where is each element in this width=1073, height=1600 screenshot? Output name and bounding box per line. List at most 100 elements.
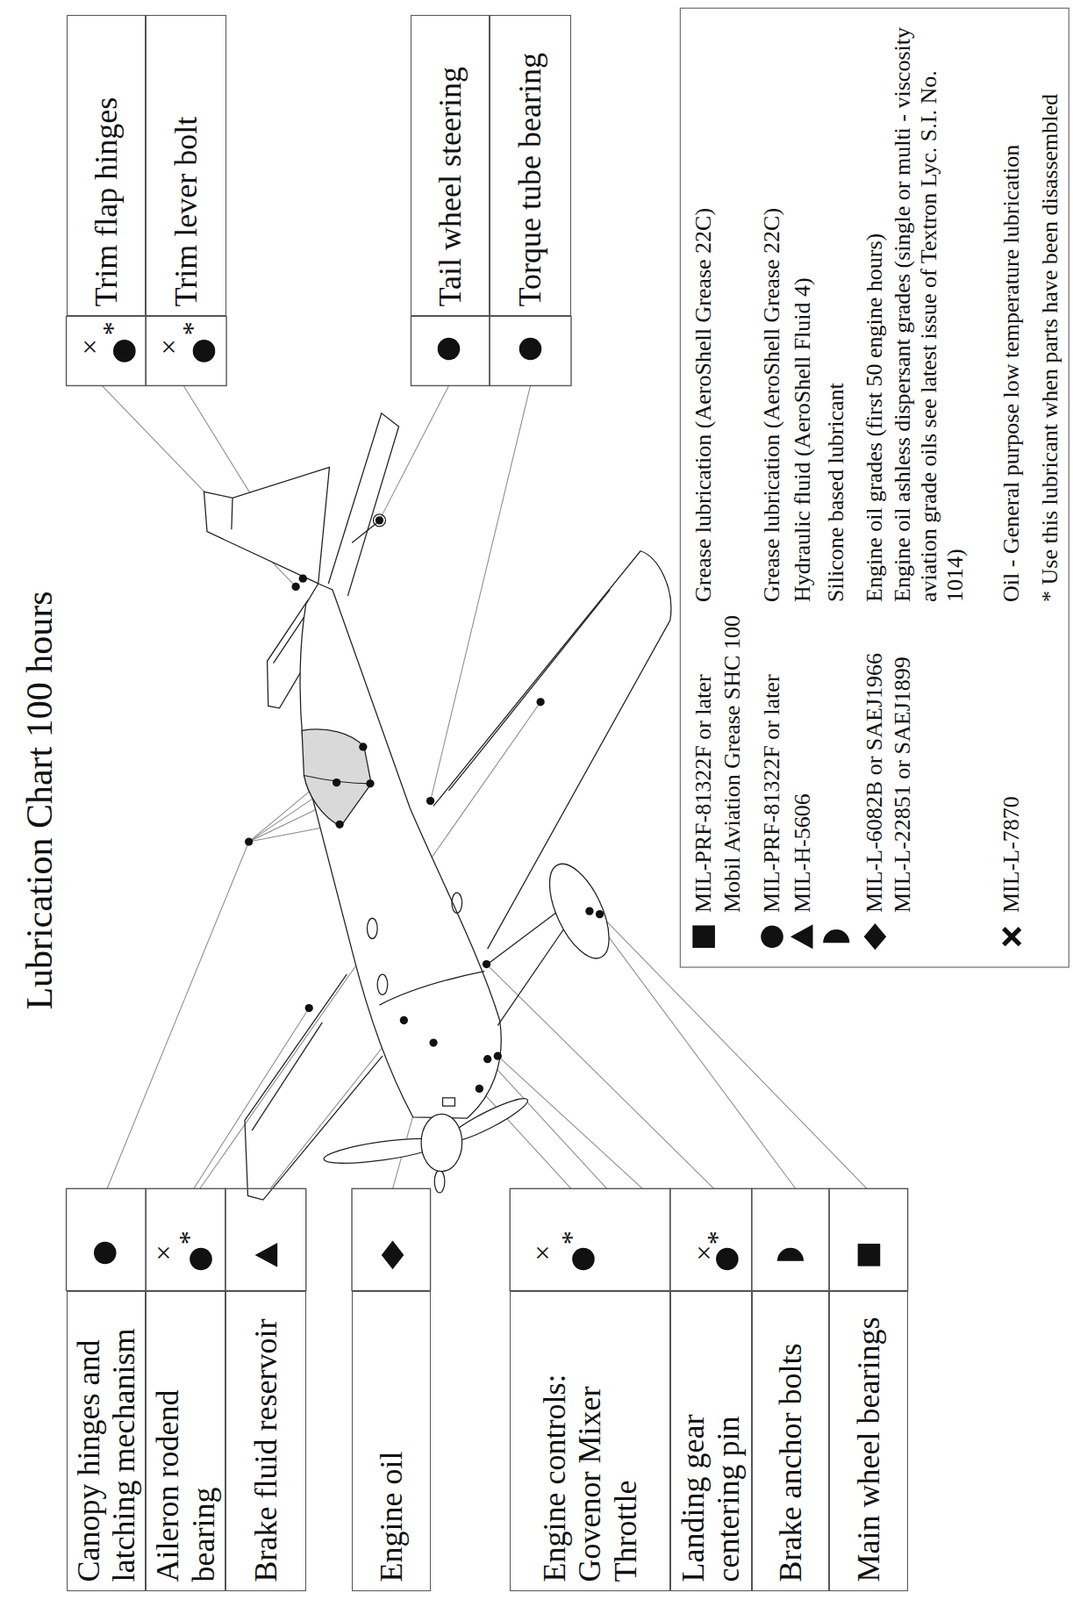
spec-text: MIL-L-7870 bbox=[998, 795, 1025, 913]
legend-text: Grease lubrication (AeroShell Grease 22C… bbox=[758, 27, 786, 602]
spec-text: MIL-PRF-81322F or later bbox=[690, 673, 717, 913]
dot-symbol bbox=[760, 924, 784, 948]
main-gear-leg bbox=[487, 902, 572, 1026]
legend-symbols bbox=[692, 922, 1020, 950]
part-name: Main wheel bearings bbox=[851, 1300, 887, 1582]
lube-point bbox=[475, 1084, 484, 1093]
part-name: Tail wheel steering bbox=[432, 24, 468, 307]
rudder-line bbox=[231, 497, 233, 530]
lubrication-point-box: Engine oil bbox=[351, 1290, 431, 1592]
footnote: * Use this lubricant when parts have bee… bbox=[1037, 93, 1064, 602]
lube-point bbox=[493, 1051, 502, 1060]
lube-point bbox=[305, 1003, 314, 1012]
leader-lines bbox=[101, 385, 867, 1188]
lube-point bbox=[291, 582, 300, 591]
cross-symbol bbox=[1003, 928, 1021, 945]
spec-text: MIL-PRF-81322F or later bbox=[758, 673, 786, 913]
legend-box bbox=[679, 7, 1069, 967]
part-name: Aileron rodend bearing bbox=[150, 1300, 222, 1582]
grease-symbol bbox=[715, 1247, 739, 1271]
lube-point bbox=[483, 1054, 492, 1063]
grease-symbol bbox=[193, 339, 216, 363]
legend-symbol bbox=[822, 929, 850, 943]
lube-points bbox=[244, 515, 604, 1093]
grease-symbol bbox=[519, 337, 543, 361]
canopy bbox=[301, 729, 372, 827]
grease-symbol bbox=[437, 337, 461, 361]
leader-line bbox=[487, 1058, 608, 1189]
half-disc-symbol bbox=[822, 929, 850, 943]
grease-square-symbol bbox=[858, 1243, 881, 1267]
table-cell bbox=[489, 315, 572, 386]
legend-text: Engine oil ashless dispersant grades (si… bbox=[889, 27, 969, 602]
right-aileron bbox=[449, 589, 611, 791]
spec-text: Mobil Aviation Grease SHC 100 bbox=[719, 615, 746, 913]
legend-symbol bbox=[1003, 928, 1021, 945]
cell-mark: * bbox=[98, 321, 127, 336]
lube-point bbox=[429, 1037, 437, 1046]
cell-mark: × bbox=[528, 1244, 557, 1261]
cell-mark: × bbox=[149, 1244, 178, 1261]
lube-point bbox=[332, 778, 341, 787]
part-name: Brake anchor bolts bbox=[772, 1300, 809, 1582]
exhaust bbox=[443, 1097, 456, 1106]
lubrication-point-box: Landing gear centering pin bbox=[670, 1290, 752, 1592]
grease-symbol bbox=[113, 339, 136, 363]
lubrication-point-box: Torque tube bearing bbox=[489, 14, 572, 316]
table-cell bbox=[751, 1187, 830, 1290]
lube-point bbox=[375, 515, 384, 524]
left-wing bbox=[244, 973, 383, 1200]
table-cell bbox=[145, 1187, 226, 1290]
lubrication-point-box: Engine controls: Govenor Mixer Throttle bbox=[509, 1290, 671, 1592]
legend-symbol bbox=[760, 924, 784, 948]
left-aileron bbox=[251, 1022, 322, 1131]
table-cell bbox=[410, 315, 490, 386]
spec-text: MIL-L-6082B or SAEJ1966 bbox=[861, 652, 888, 913]
tail-wheel-strut bbox=[351, 522, 377, 543]
cell-mark: * bbox=[557, 1230, 586, 1245]
lubrication-point-box: Brake fluid reservoir bbox=[225, 1290, 307, 1592]
lubrication-point-box: Trim flap hinges bbox=[66, 14, 147, 316]
lube-point bbox=[585, 906, 594, 915]
fuselage bbox=[300, 583, 501, 1118]
table-cell bbox=[66, 315, 147, 386]
part-name: Canopy hinges and latching mechanism bbox=[71, 1300, 143, 1582]
lube-point bbox=[244, 836, 253, 845]
tail-wheel bbox=[372, 514, 386, 527]
part-name: Torque tube bearing bbox=[512, 24, 548, 307]
legend-text: Engine oil grades (first 50 engine hours… bbox=[861, 27, 888, 602]
legend-text: Silicone based lubricant bbox=[822, 27, 850, 602]
leader-line bbox=[600, 914, 868, 1189]
lubrication-point-box: Trim lever bolt bbox=[145, 14, 227, 316]
lubrication-point-box: Tail wheel steering bbox=[410, 14, 490, 316]
part-name: Landing gear centering pin bbox=[675, 1300, 747, 1582]
table-cell bbox=[509, 1187, 671, 1290]
cell-mark: * bbox=[174, 1230, 203, 1245]
part-name: Brake fluid reservoir bbox=[248, 1300, 284, 1582]
spinner bbox=[421, 1113, 462, 1171]
table-cell bbox=[829, 1187, 909, 1290]
cell-mark: × bbox=[689, 1244, 718, 1261]
lube-point bbox=[335, 820, 344, 829]
lube-point bbox=[482, 959, 491, 968]
hydraulic-symbol bbox=[255, 1242, 279, 1267]
lube-point bbox=[365, 779, 374, 787]
legend-symbol bbox=[790, 923, 814, 949]
legend-symbol bbox=[864, 922, 888, 950]
propeller-blade bbox=[434, 1169, 445, 1193]
silicone-symbol bbox=[777, 1247, 804, 1261]
table-cell bbox=[225, 1187, 307, 1290]
table-cell bbox=[351, 1187, 431, 1290]
leader-line bbox=[379, 385, 449, 520]
leader-line bbox=[497, 1055, 643, 1188]
grease-symbol bbox=[189, 1247, 213, 1271]
table-cell bbox=[670, 1187, 752, 1290]
engine-oil-symbol bbox=[381, 1240, 405, 1270]
legend-text: Hydraulic fluid (AeroShell Fluid 4) bbox=[789, 27, 816, 602]
chart-title: Lubrication Chart 100 hours bbox=[17, 536, 62, 1064]
legend-text: Grease lubrication (AeroShell Grease 22C… bbox=[690, 27, 717, 602]
leader-line bbox=[486, 964, 715, 1189]
spec-text: MIL-L-22851 or SAEJ1899 bbox=[889, 656, 916, 913]
grease-symbol bbox=[93, 1241, 117, 1265]
diamond-symbol bbox=[864, 922, 888, 950]
